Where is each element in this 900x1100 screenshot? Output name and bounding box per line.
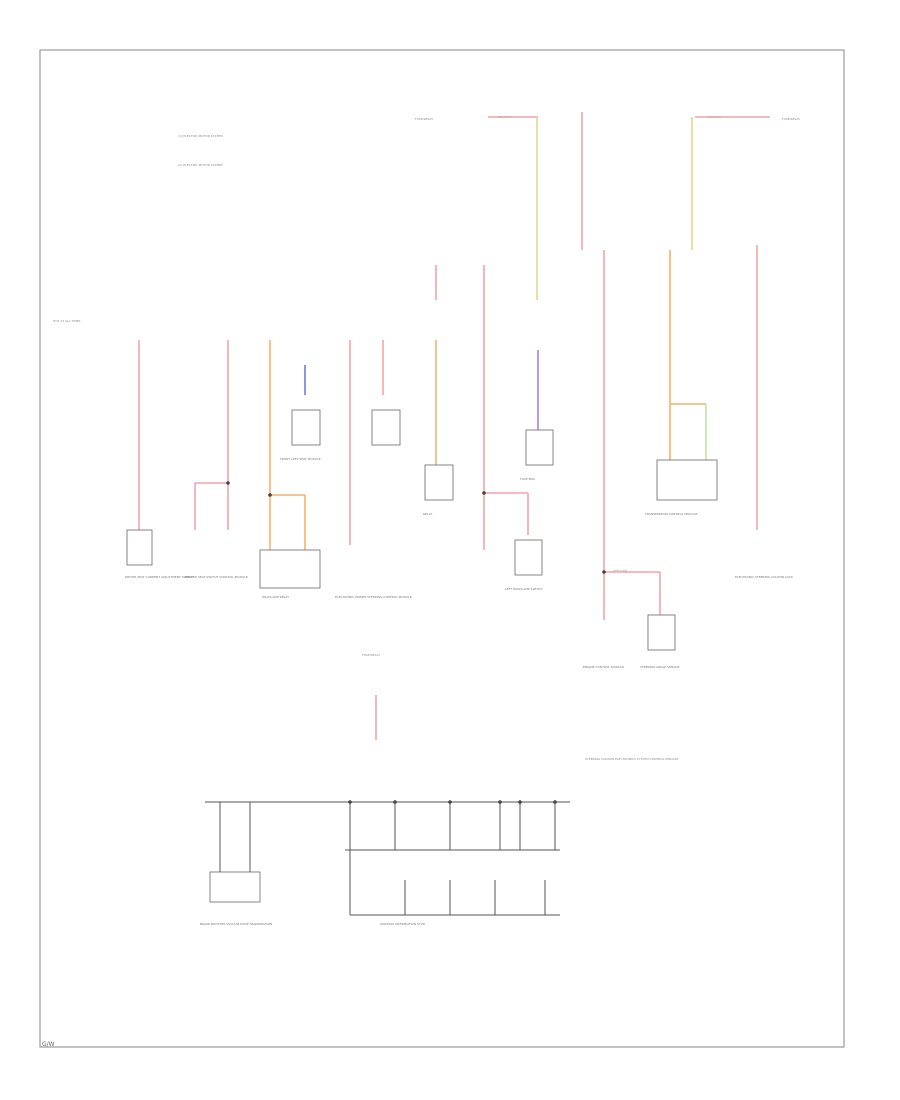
junction-dot	[553, 800, 557, 804]
label-left-switch: LEFT HEADLAMP SWITCH	[505, 587, 542, 591]
junction-dot	[348, 800, 352, 804]
footer-label: G/W	[42, 1041, 55, 1048]
label-steering-lock: ELECTRONIC STEERING COLUMN LOCK	[735, 575, 794, 579]
label-tcm: TRANSMISSION CONTROL MODULE	[644, 512, 697, 516]
component-boxes	[126, 409, 718, 903]
mid-fuse-label: FUSE/RELAY	[362, 653, 380, 657]
branch-wires	[194, 403, 707, 615]
junction-dot	[393, 800, 397, 804]
top-bus	[488, 112, 770, 300]
comp-fuse-box	[525, 429, 554, 466]
comp-driver-seat	[126, 529, 153, 566]
top-fuse-label-b: FUSE/RELAY	[782, 117, 800, 121]
label-fuse-box: FUSE BOX	[520, 477, 535, 481]
junction-dot	[602, 570, 606, 574]
junction-dot	[482, 491, 486, 495]
left-supply-label: HOT AT ALL TIMES	[53, 319, 81, 323]
component-labels: DRIVER SEAT CURRENT ADJUSTMENT SWITCH HE…	[125, 457, 794, 926]
lower-bus	[205, 801, 570, 916]
label-ignition-stud: IGNITION DISTRIBUTION STUD	[380, 922, 426, 926]
diagram-frame	[39, 49, 845, 1048]
junction-dot	[268, 493, 272, 497]
label-eps-module: ELECTRONIC POWER STEERING CONTROL MODULE	[335, 595, 412, 599]
comp-steering-sensor	[647, 614, 676, 651]
label-relay: RELAY	[423, 512, 433, 516]
comp-brake-pump	[209, 871, 261, 903]
label-heated-seat: HEATED SEAT SWITCH CONTROL MODULE	[185, 575, 248, 579]
label-front-left-seat: FRONT LEFT SEAT MODULE	[280, 457, 321, 461]
label-brake-pump: BRAKE BOOSTER VACUUM PUMP TRANSMISSION	[200, 922, 272, 926]
legend: (1) ELECTRIC MOTOR SYSTEM (2) ELECTRIC M…	[178, 134, 223, 167]
junction-dot	[498, 800, 502, 804]
legend-item-2: (2) ELECTRIC MOTOR SYSTEM	[178, 163, 223, 167]
comp-left-switch	[514, 539, 543, 576]
label-headlamp-relay: HEADLAMP RELAY	[262, 595, 289, 599]
label-ecm: ENGINE CONTROL MODULE	[583, 665, 624, 669]
wire-columns	[138, 245, 758, 740]
label-driver-seat: DRIVER SEAT CURRENT ADJUSTMENT SWITCH	[125, 575, 194, 579]
comp-tcm	[656, 459, 718, 501]
junction-dot	[226, 481, 230, 485]
steering-note: STEERING COLUMN ELECTRONICS SYSTEM CONTR…	[585, 757, 679, 761]
comp-headlamp-relay	[259, 549, 321, 589]
comp-seat-module	[371, 409, 401, 446]
junction-dot	[448, 800, 452, 804]
label-steering-sensor: STEERING ANGLE SENSOR	[640, 665, 680, 669]
comp-heated-seat	[291, 409, 321, 446]
wire-label-mid: RED/GRN	[613, 569, 627, 573]
legend-item-1: (1) ELECTRIC MOTOR SYSTEM	[178, 134, 223, 138]
comp-relay	[424, 464, 454, 501]
junction-dots	[226, 481, 606, 804]
top-fuse-label-a: FUSE/RELAY	[415, 117, 433, 121]
junction-dot	[518, 800, 522, 804]
